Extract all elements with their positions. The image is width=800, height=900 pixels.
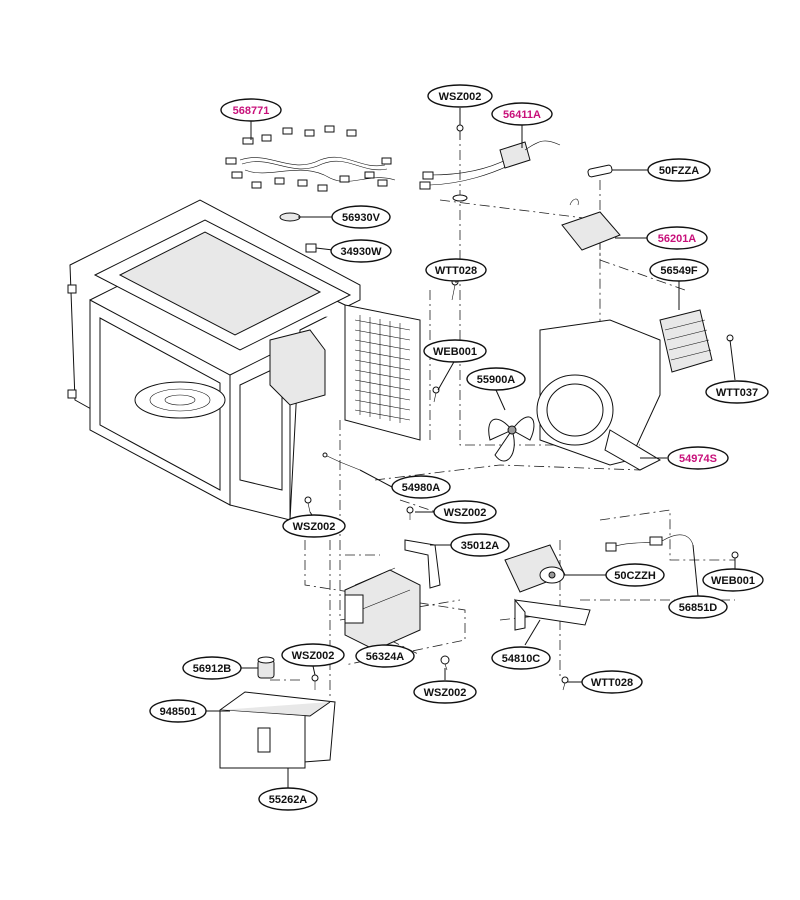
svg-text:WSZ002: WSZ002 (424, 687, 467, 699)
label-54980a: 54980A (391, 475, 451, 499)
bracket-54810C-part (514, 598, 591, 631)
svg-text:WTT028: WTT028 (591, 677, 633, 689)
label-wsz002-left: WSZ002 (282, 514, 346, 538)
svg-text:56930V: 56930V (342, 212, 381, 224)
label-948501: 948501 (149, 699, 207, 723)
svg-text:WSZ002: WSZ002 (444, 507, 487, 519)
label-56549f: 56549F (649, 258, 709, 282)
fan-bracket-part (536, 319, 662, 471)
oven-cavity-part (67, 199, 421, 521)
svg-text:WTT037: WTT037 (716, 387, 758, 399)
label-50fzza: 50FZZA (647, 158, 711, 182)
svg-text:WSZ002: WSZ002 (292, 650, 335, 662)
label-54810c: 54810C (491, 646, 551, 670)
label-wtt028-top: WTT028 (425, 258, 487, 282)
label-wtt037: WTT037 (705, 380, 769, 404)
svg-text:54810C: 54810C (502, 653, 541, 665)
thermostat-part (279, 212, 301, 222)
label-56912b: 56912B (182, 656, 242, 680)
label-55262a: 55262A (258, 787, 318, 811)
label-wsz002-mid: WSZ002 (433, 500, 497, 524)
label-wtt028-bot: WTT028 (581, 670, 643, 694)
power-cord-part (419, 140, 561, 202)
label-568771: 568771 (220, 98, 282, 122)
svg-text:56201A: 56201A (658, 233, 697, 245)
label-56201a: 56201A (646, 226, 708, 250)
screw-web001-bot (731, 551, 739, 559)
svg-text:34930W: 34930W (341, 246, 383, 258)
label-35012a: 35012A (450, 533, 510, 557)
svg-text:56549F: 56549F (660, 265, 698, 277)
diode-part (605, 534, 694, 552)
svg-text:50CZZH: 50CZZH (614, 570, 656, 582)
svg-text:56912B: 56912B (193, 663, 232, 675)
svg-text:WEB001: WEB001 (433, 346, 477, 358)
wire-54980A-part (322, 452, 361, 471)
wire-harness-part (225, 125, 396, 192)
control-board-part (561, 198, 621, 251)
svg-text:50FZZA: 50FZZA (659, 165, 699, 177)
label-50czzh: 50CZZH (605, 563, 665, 587)
label-54974s: 54974S (667, 446, 729, 470)
svg-text:WSZ002: WSZ002 (439, 91, 482, 103)
label-web001-top: WEB001 (423, 339, 487, 363)
screw-wsz002-bot2 (440, 655, 450, 671)
screw-wtt028-bot (561, 676, 569, 691)
label-55900a: 55900A (466, 367, 526, 391)
magnetron-part (344, 567, 421, 651)
switch-part (305, 243, 317, 253)
fuse-part (587, 164, 613, 178)
label-34930w: 34930W (330, 239, 392, 263)
svg-text:56411A: 56411A (503, 109, 541, 121)
svg-text:54980A: 54980A (402, 482, 441, 494)
svg-text:568771: 568771 (233, 105, 270, 117)
svg-text:54974S: 54974S (679, 453, 717, 465)
fan-motor-part (659, 309, 734, 373)
svg-text:55262A: 55262A (269, 794, 308, 806)
label-wsz002-top: WSZ002 (427, 84, 493, 108)
svg-text:55900A: 55900A (477, 374, 516, 386)
part-labels: 568771 WSZ002 56411A 50FZZA 56930V 56201… (149, 84, 769, 811)
screw-wsz002-left (304, 496, 312, 513)
capacitor-part (504, 544, 566, 593)
leader-lines (205, 108, 736, 788)
fuse-holder-56912B-part (257, 656, 275, 679)
label-56324a: 56324A (355, 644, 415, 668)
screw-wsz002-mid (406, 506, 414, 520)
label-wsz002-bot2: WSZ002 (413, 680, 477, 704)
svg-text:WTT028: WTT028 (435, 265, 477, 277)
label-56851d: 56851D (668, 595, 728, 619)
screw-wsz002-bot1 (311, 674, 319, 690)
screw-part-wtt028 (451, 278, 459, 301)
svg-text:35012A: 35012A (461, 540, 500, 552)
transformer-55262A-part (219, 691, 336, 769)
label-web001-bot: WEB001 (702, 568, 764, 592)
svg-text:WEB001: WEB001 (711, 575, 755, 587)
screw-part-web001 (432, 386, 440, 403)
svg-text:56324A: 56324A (366, 651, 405, 663)
vent-grid (354, 315, 411, 423)
fan-blade-part (488, 416, 535, 462)
svg-text:56851D: 56851D (679, 602, 718, 614)
svg-text:WSZ002: WSZ002 (293, 521, 336, 533)
screw-part (456, 124, 464, 140)
label-56411a: 56411A (491, 102, 553, 126)
label-wsz002-bot1: WSZ002 (281, 643, 345, 667)
svg-text:948501: 948501 (160, 706, 197, 718)
label-56930v: 56930V (331, 205, 391, 229)
